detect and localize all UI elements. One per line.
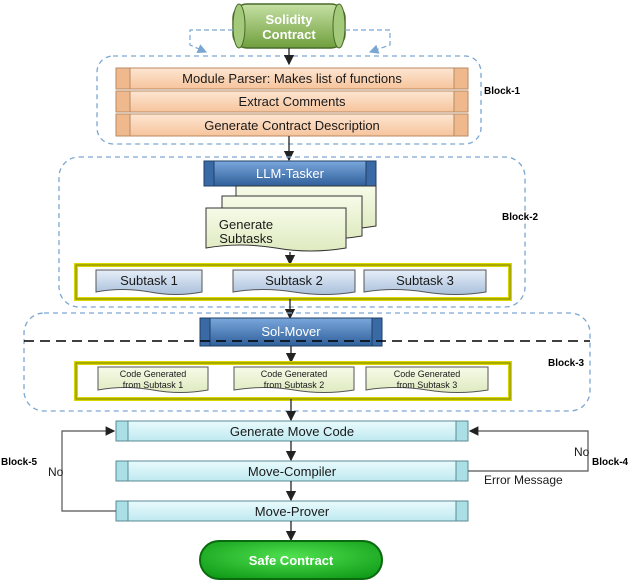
code-gen-2-line2: from Subtask 2 xyxy=(264,380,325,390)
block-1-label: Block-1 xyxy=(484,86,521,97)
subtask-3-node: Subtask 3 xyxy=(363,269,487,295)
move-compiler-node: Move-Compiler xyxy=(115,460,469,482)
generate-subtasks-line2: Subtasks xyxy=(219,231,273,246)
code-gen-3-node: Code Generated from Subtask 3 xyxy=(365,366,489,393)
flow-arrow-right xyxy=(345,29,391,54)
move-prover-label: Move-Prover xyxy=(255,504,330,519)
generate-move-code-label: Generate Move Code xyxy=(230,424,354,439)
code-gen-1-node: Code Generated from Subtask 1 xyxy=(97,366,209,393)
flow-arrow-left xyxy=(189,29,233,54)
safe-contract-label: Safe Contract xyxy=(249,553,334,568)
module-parser-node: Module Parser: Makes list of functions xyxy=(115,67,469,90)
sol-mover-label: Sol-Mover xyxy=(261,324,321,339)
code-gen-1-line1: Code Generated xyxy=(120,369,187,379)
subtask-2-label: Subtask 2 xyxy=(265,273,323,288)
solidity-label-line1: Solidity xyxy=(266,12,314,27)
solidity-contract-node: Solidity Contract xyxy=(232,3,346,49)
subtask-1-node: Subtask 1 xyxy=(95,269,203,295)
loop-prover-to-generate xyxy=(61,426,116,512)
block-4-label: Block-4 xyxy=(592,457,629,468)
error-message-label: Error Message xyxy=(484,473,563,487)
subtask-1-label: Subtask 1 xyxy=(120,273,178,288)
solidity-label-line2: Contract xyxy=(262,27,316,42)
generate-move-code-node: Generate Move Code xyxy=(115,420,469,442)
code-gen-1-line2: from Subtask 1 xyxy=(123,380,184,390)
sol-mover-node: Sol-Mover xyxy=(199,317,383,347)
no-left-label: No xyxy=(48,465,64,479)
no-right-label: No xyxy=(574,445,590,459)
generate-description-label: Generate Contract Description xyxy=(204,118,380,133)
code-gen-3-line2: from Subtask 3 xyxy=(397,380,458,390)
block-2-label: Block-2 xyxy=(502,212,539,223)
code-gen-3-line1: Code Generated xyxy=(394,369,461,379)
code-gen-2-node: Code Generated from Subtask 2 xyxy=(233,366,355,393)
extract-comments-label: Extract Comments xyxy=(239,94,346,109)
move-compiler-label: Move-Compiler xyxy=(248,464,337,479)
generate-subtasks-line1: Generate xyxy=(219,217,273,232)
block-3-container: Block-3 xyxy=(23,312,591,412)
code-gen-2-line1: Code Generated xyxy=(261,369,328,379)
generate-subtasks-node: Generate Subtasks xyxy=(205,185,377,252)
llm-tasker-node: LLM-Tasker xyxy=(203,160,377,187)
subtask-2-node: Subtask 2 xyxy=(232,269,356,295)
module-parser-label: Module Parser: Makes list of functions xyxy=(182,71,402,86)
move-prover-node: Move-Prover xyxy=(115,500,469,522)
block-5-label: Block-5 xyxy=(1,457,38,468)
loop-compiler-to-generate xyxy=(468,426,589,472)
block-3-label: Block-3 xyxy=(548,358,585,369)
generate-description-node: Generate Contract Description xyxy=(115,113,469,137)
subtask-3-label: Subtask 3 xyxy=(396,273,454,288)
block-2-container: Block-2 xyxy=(58,156,539,308)
llm-tasker-label: LLM-Tasker xyxy=(256,166,325,181)
extract-comments-node: Extract Comments xyxy=(115,90,469,113)
safe-contract-node: Safe Contract xyxy=(199,540,383,580)
